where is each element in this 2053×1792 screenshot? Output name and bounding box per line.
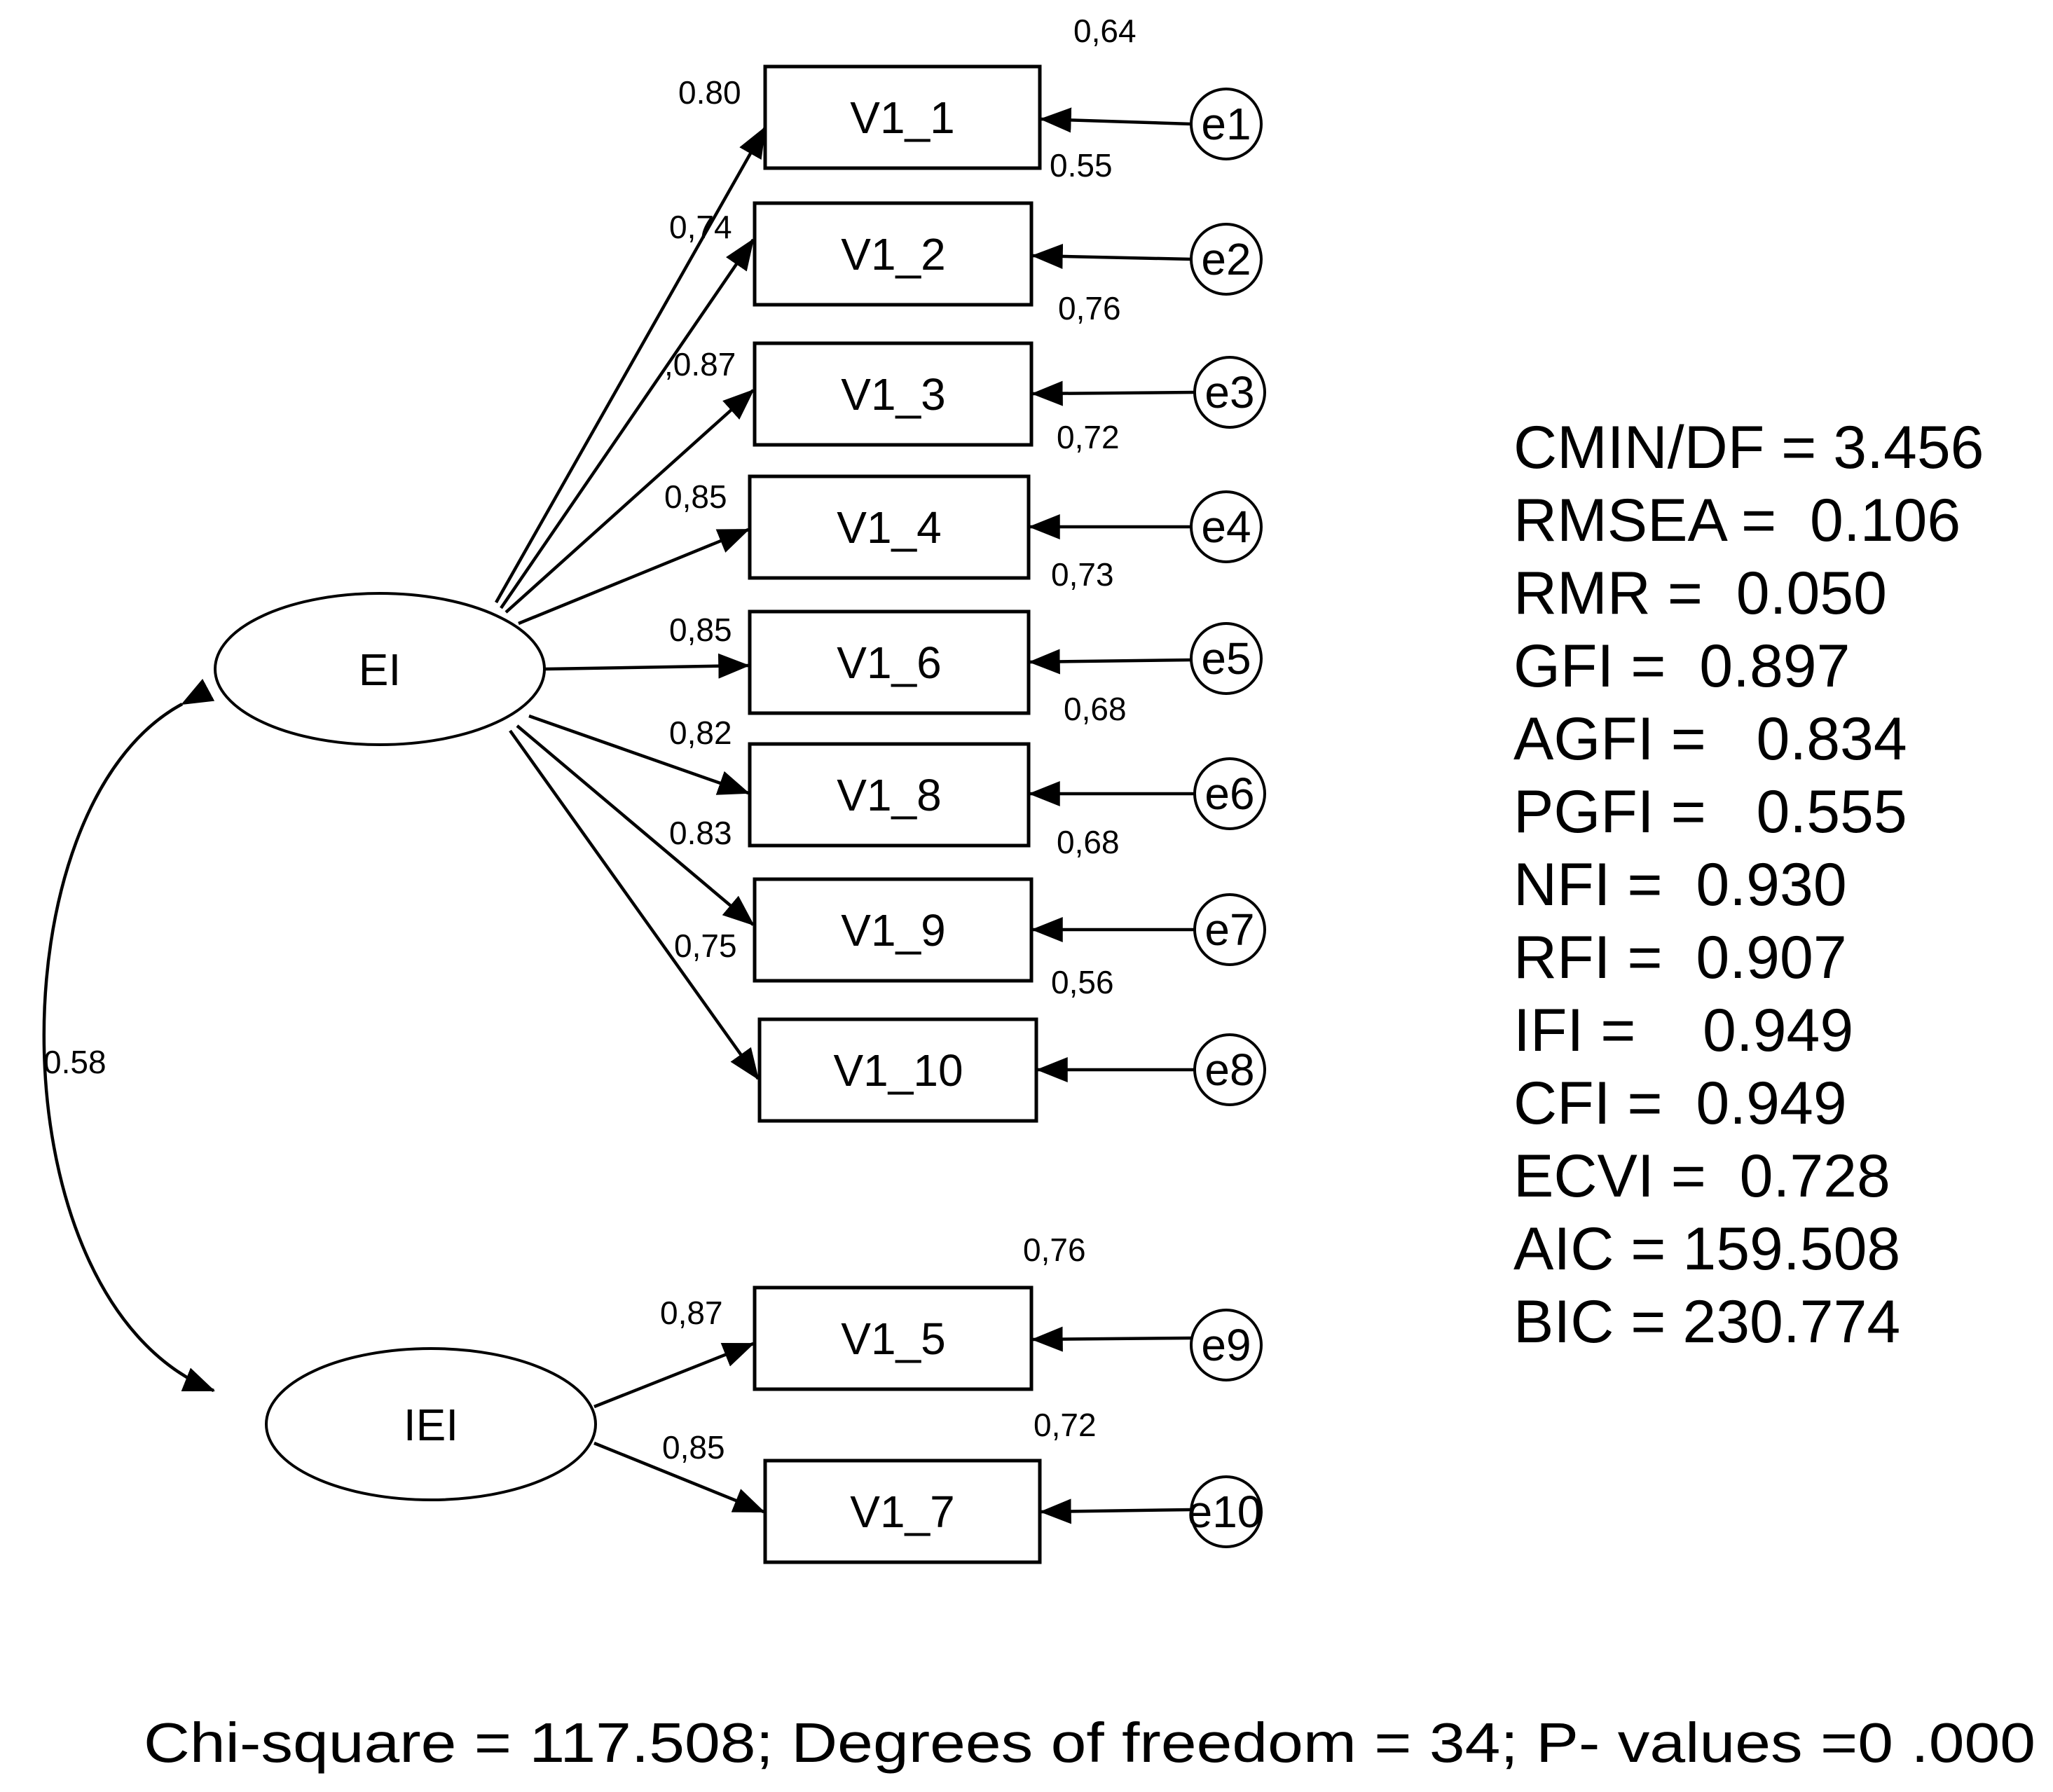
loading-path-v1-7: [593, 1441, 766, 1514]
fit-index-line: RFI = 0.907: [1513, 924, 1847, 991]
error-coef-e1: 0.55: [1050, 147, 1113, 184]
observed-v1-7-label: V1_7: [850, 1487, 954, 1537]
chi-square-footer: Chi-square = 117.508; Degrees of freedom…: [144, 1711, 2035, 1774]
loading-path-v1-5: [593, 1342, 755, 1409]
error-path-e1: [1039, 107, 1192, 133]
error-coef-e7: 0,56: [1051, 964, 1114, 1000]
loading-path-v1-8: [528, 714, 750, 795]
covariance-label: 0.58: [43, 1044, 107, 1080]
loading-v1-5: 0,87: [660, 1295, 723, 1331]
error-coef-e2: 0,76: [1058, 290, 1121, 326]
latent-iei: IEI: [265, 1347, 597, 1501]
loading-v1-8: 0,82: [669, 715, 732, 751]
loading-v1-7: 0,85: [662, 1429, 725, 1466]
error-e10-label: e10: [1188, 1487, 1263, 1537]
observed-v1-4-label: V1_4: [837, 502, 941, 553]
r2-v1-5: 0,76: [1023, 1232, 1086, 1268]
fit-index-line: PGFI = 0.555: [1513, 778, 1907, 846]
error-e4-label: e4: [1201, 502, 1251, 552]
loading-path-v1-4: [518, 528, 750, 626]
observed-v1-5: V1_5 0,87 0,76 e9: [593, 1232, 1263, 1409]
loading-v1-3: ,0.87: [664, 346, 736, 382]
observed-v1-8-label: V1_8: [837, 770, 941, 820]
loading-v1-6: 0,85: [669, 612, 732, 648]
fit-index-line: CFI = 0.949: [1513, 1070, 1847, 1137]
error-e8-label: e8: [1204, 1045, 1254, 1095]
loading-v1-4: 0,85: [664, 478, 727, 515]
fit-index-line: ECVI = 0.728: [1513, 1143, 1890, 1210]
r2-v1-7: 0,72: [1034, 1407, 1097, 1443]
observed-v1-4: V1_4 0,85 e4 0,73: [518, 474, 1263, 626]
covariance-arc: [42, 678, 216, 1393]
loading-path-v1-1: [495, 126, 767, 604]
error-coef-e3: 0,72: [1057, 419, 1120, 455]
loading-path-v1-6: [544, 653, 750, 679]
error-path-e5: [1028, 649, 1192, 675]
loading-path-v1-2: [500, 238, 755, 609]
loading-path-v1-3: [504, 389, 755, 614]
observed-v1-10: V1_10 0,75 e8: [509, 729, 1266, 1123]
error-e6-label: e6: [1204, 769, 1254, 819]
fit-index-line: RMSEA = 0.106: [1513, 487, 1961, 554]
fit-index-line: RMR = 0.050: [1513, 560, 1887, 627]
error-path-e9: [1031, 1326, 1192, 1352]
latent-ei-label: EI: [359, 645, 401, 695]
loading-path-v1-9: [516, 724, 755, 926]
observed-v1-6-label: V1_6: [837, 637, 941, 688]
fit-indices: CMIN/DF = 3.456 RMSEA = 0.106 RMR = 0.05…: [1513, 414, 1984, 1356]
fit-index-line: AGFI = 0.834: [1513, 705, 1907, 773]
error-path-e2: [1031, 243, 1192, 269]
observed-v1-6: V1_6 0,85 e5 0,68: [544, 609, 1263, 727]
fit-index-line: IFI = 0.949: [1513, 997, 1853, 1064]
observed-v1-3-label: V1_3: [841, 369, 945, 420]
error-path-e3: [1031, 380, 1195, 406]
observed-v1-5-label: V1_5: [841, 1314, 945, 1364]
loading-v1-2: 0,74: [669, 209, 732, 245]
loading-v1-9: 0.83: [669, 815, 732, 851]
loading-path-v1-10: [509, 729, 760, 1080]
error-coef-e6: 0,68: [1057, 824, 1120, 860]
observed-v1-10-label: V1_10: [833, 1045, 963, 1096]
error-path-e10: [1039, 1498, 1192, 1524]
loading-v1-1: 0.80: [678, 74, 741, 111]
observed-v1-7: V1_7 0,85 0,72 e10: [593, 1407, 1263, 1564]
error-coef-e5: 0,68: [1064, 691, 1127, 727]
error-e5-label: e5: [1201, 633, 1251, 684]
observed-v1-2: V1_2 0,74 e2 0,76: [500, 201, 1263, 609]
observed-v1-3: V1_3 ,0.87 e3 0,72: [504, 341, 1266, 614]
loading-v1-10: 0,75: [674, 928, 737, 964]
error-e3-label: e3: [1204, 367, 1254, 418]
observed-v1-9: V1_9 0.83 e7 0,56: [516, 724, 1266, 1000]
observed-v1-1: V1_1 0.80 0,64 e1 0.55: [495, 13, 1263, 604]
fit-index-line: CMIN/DF = 3.456: [1513, 414, 1984, 481]
fit-index-line: NFI = 0.930: [1513, 851, 1847, 918]
observed-v1-1-label: V1_1: [850, 92, 954, 143]
latent-ei: EI: [214, 592, 546, 746]
r2-v1-1: 0,64: [1073, 13, 1137, 49]
error-e7-label: e7: [1204, 904, 1254, 955]
observed-v1-9-label: V1_9: [841, 905, 945, 956]
observed-v1-8: V1_8 0,82 e6 0,68: [528, 714, 1266, 860]
error-e2-label: e2: [1201, 234, 1251, 284]
error-e1-label: e1: [1201, 99, 1251, 149]
observed-v1-2-label: V1_2: [841, 229, 945, 280]
latent-iei-label: IEI: [404, 1400, 458, 1450]
fit-index-line: BIC = 230.774: [1513, 1288, 1900, 1356]
error-e9-label: e9: [1201, 1320, 1251, 1370]
fit-index-line: GFI = 0.897: [1513, 633, 1850, 700]
error-coef-e4: 0,73: [1051, 556, 1114, 593]
fit-index-line: AIC = 159.508: [1513, 1215, 1900, 1283]
